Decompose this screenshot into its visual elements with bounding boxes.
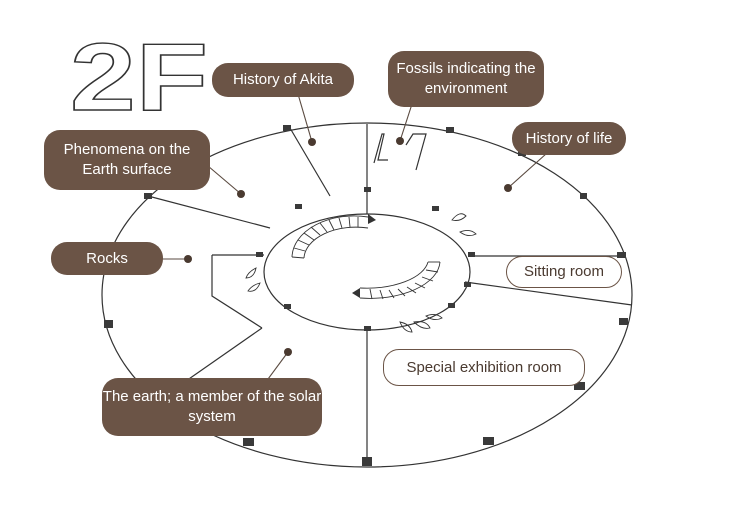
label-text: Phenomena on the Earth surface bbox=[63, 141, 191, 178]
stair-arrow-down bbox=[352, 288, 360, 298]
label-special-exhibition[interactable]: Special exhibition room bbox=[383, 349, 585, 386]
outer-hall-outline bbox=[101, 122, 633, 468]
label-text: History of Akita bbox=[232, 71, 334, 88]
label-text: The earth; a member of the solar system bbox=[102, 388, 322, 425]
label-history-of-life[interactable]: History of life bbox=[512, 122, 626, 155]
staircase-lower bbox=[359, 261, 441, 300]
label-text: Sitting room bbox=[523, 263, 605, 280]
label-phenomena[interactable]: Phenomena on the Earth surface bbox=[44, 130, 210, 190]
stair-arrow-up bbox=[368, 214, 376, 224]
label-rocks[interactable]: Rocks bbox=[51, 242, 163, 275]
plant-decorations bbox=[245, 213, 477, 333]
label-earth-solar-system[interactable]: The earth; a member of the solar system bbox=[102, 378, 322, 436]
central-atrium bbox=[263, 213, 471, 331]
location-dots bbox=[184, 137, 512, 356]
wall-markers bbox=[104, 125, 628, 466]
label-sitting-room[interactable]: Sitting room bbox=[506, 256, 622, 288]
label-fossils[interactable]: Fossils indicating the environment bbox=[388, 51, 544, 107]
staircase-upper bbox=[291, 215, 369, 259]
floor-label: 2F bbox=[70, 30, 209, 118]
label-text: Rocks bbox=[86, 249, 128, 267]
label-text: History of life bbox=[525, 129, 613, 147]
label-text: Special exhibition room bbox=[406, 358, 562, 376]
floor-label-text: 2F bbox=[70, 30, 208, 118]
label-history-of-akita[interactable]: History of Akita bbox=[212, 63, 354, 97]
label-text: Fossils indicating the environment bbox=[396, 60, 536, 97]
